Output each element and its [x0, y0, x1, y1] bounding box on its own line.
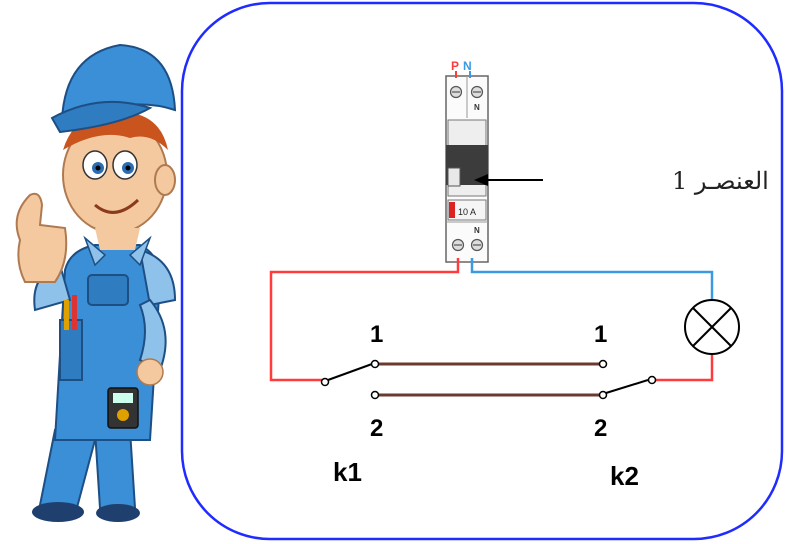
lamp-cross-icon — [684, 299, 740, 355]
electrician-mascot — [15, 43, 177, 522]
phase-wire-supply — [269, 258, 460, 382]
breaker-bottom-terminal-label: N — [474, 226, 480, 235]
k2-terminal-1-label: 1 — [594, 321, 607, 348]
diagram-frame — [180, 1, 784, 541]
neutral-wire — [470, 258, 714, 300]
k2-label: k2 — [610, 461, 639, 491]
k1-label: k1 — [333, 457, 362, 487]
k1-terminal-1-label: 1 — [370, 321, 383, 348]
circuit-breaker: N 10 A N — [445, 75, 489, 263]
k2-terminal-2-label: 2 — [594, 415, 607, 442]
phase-label: P — [451, 59, 459, 73]
breaker-top-terminal-label: N — [474, 103, 480, 112]
switched-phase-wire — [650, 354, 714, 382]
switch-k1 — [320, 359, 380, 400]
k1-terminal-2-label: 2 — [370, 415, 383, 442]
switch-k2 — [598, 359, 657, 400]
element-label: العنصـر 1 — [672, 167, 769, 195]
arrow-head-icon — [474, 174, 488, 186]
element-annotation: العنصـر 1 — [474, 167, 769, 195]
breaker-rating: 10 A — [458, 207, 476, 217]
neutral-label: N — [463, 59, 472, 73]
